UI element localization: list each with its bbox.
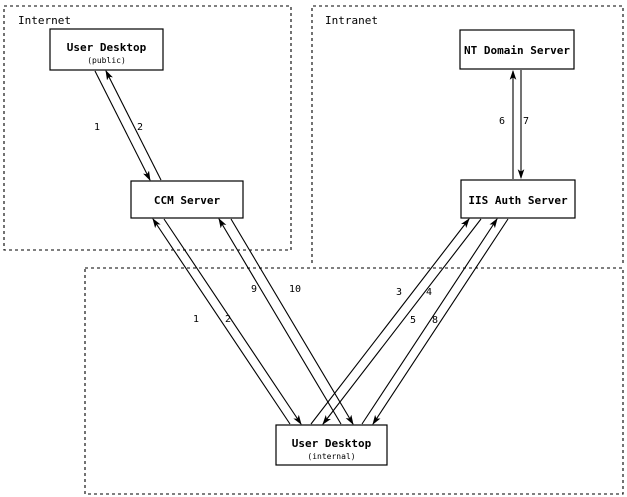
- node-ccm-server-box[interactable]: [130, 180, 244, 219]
- zone-intranet-border: [311, 5, 624, 263]
- node-user-desktop-public-subtitle: (public): [87, 56, 126, 65]
- edge-flow-10: 10: [230, 218, 354, 425]
- node-user-desktop-public[interactable]: User Desktop (public): [49, 28, 164, 71]
- node-iis-auth-server-title: IIS Auth Server: [468, 194, 568, 207]
- node-ccm-server-title: CCM Server: [154, 194, 221, 207]
- zone-internal-network: [84, 267, 624, 495]
- edge-label-8: 8: [432, 315, 438, 326]
- edge-flow-1-internal: 1: [152, 218, 291, 425]
- node-user-desktop-internal-subtitle: (internal): [307, 452, 355, 461]
- edge-label-10: 10: [289, 284, 301, 295]
- node-nt-domain-server-title: NT Domain Server: [464, 44, 570, 57]
- node-nt-domain-server[interactable]: NT Domain Server: [459, 29, 575, 70]
- edge-label-2: 2: [137, 122, 143, 133]
- node-user-desktop-public-title: User Desktop: [67, 41, 147, 54]
- node-user-desktop-public-box[interactable]: [49, 28, 164, 71]
- zone-internet-label: Internet: [18, 14, 71, 27]
- edge-label-7: 7: [523, 116, 529, 127]
- edge-label-1: 1: [94, 122, 100, 133]
- edge-flow-5: 5: [361, 218, 498, 425]
- edge-flow-9: 9: [218, 218, 342, 425]
- edge-flow-2: 2: [105, 70, 162, 181]
- zone-internal-border: [84, 267, 624, 495]
- edge-label-3: 3: [396, 287, 402, 298]
- edge-label-5: 5: [410, 315, 416, 326]
- zone-intranet-label: Intranet: [325, 14, 378, 27]
- edge-flow-4: 4: [322, 218, 482, 425]
- edge-flow-3: 3: [310, 218, 470, 425]
- node-user-desktop-internal[interactable]: User Desktop (internal): [275, 424, 388, 466]
- edge-flow-1: 1: [94, 70, 151, 181]
- zone-internet-border: [3, 5, 292, 251]
- edge-flow-8: 8: [372, 218, 509, 425]
- edge-flow-2-internal: 2: [163, 218, 302, 425]
- edge-label-1-internal: 1: [193, 314, 199, 325]
- edge-label-2-internal: 2: [225, 314, 231, 325]
- node-ccm-server[interactable]: CCM Server: [130, 180, 244, 219]
- edge-label-6: 6: [499, 116, 505, 127]
- node-iis-auth-server-box[interactable]: [460, 179, 576, 219]
- edge-label-4: 4: [426, 287, 432, 298]
- node-user-desktop-internal-title: User Desktop: [292, 437, 372, 450]
- node-iis-auth-server[interactable]: IIS Auth Server: [460, 179, 576, 219]
- node-user-desktop-internal-box[interactable]: [275, 424, 388, 466]
- edge-flow-7: 7: [517, 70, 529, 180]
- zone-internet: Internet: [3, 5, 292, 251]
- node-nt-domain-server-box[interactable]: [459, 29, 575, 70]
- edge-flow-6: 6: [499, 69, 517, 179]
- zone-intranet: Intranet: [311, 5, 624, 263]
- edge-label-9: 9: [251, 284, 257, 295]
